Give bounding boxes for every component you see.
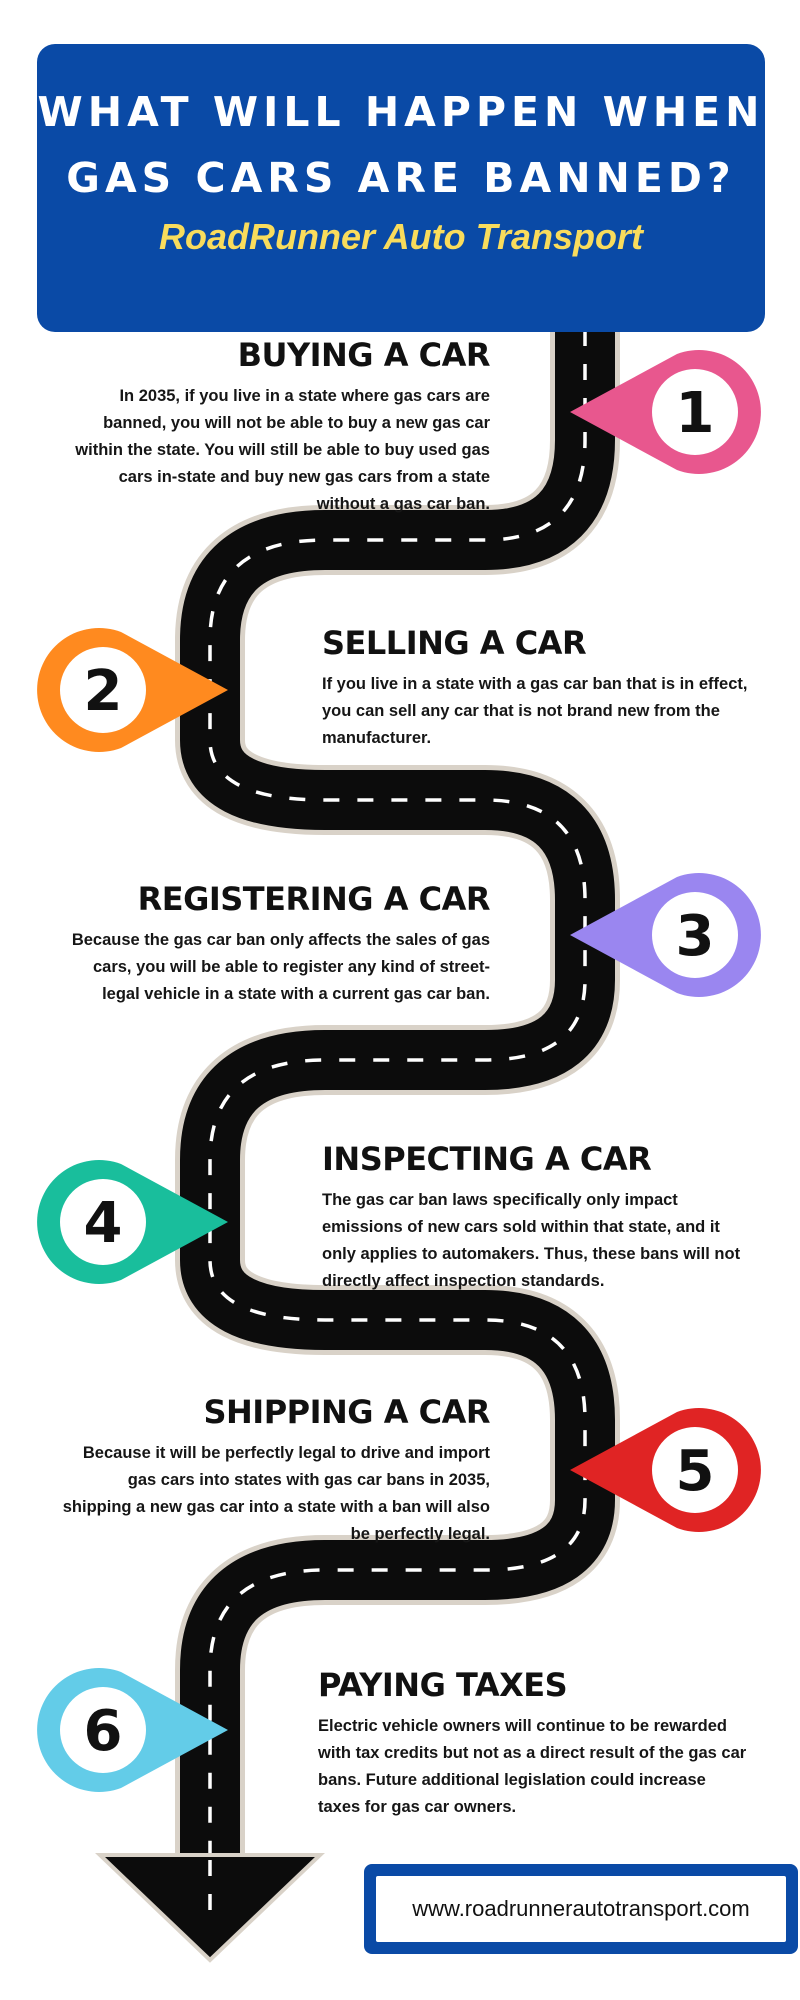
step-title: PAYING TAXES [318,1666,568,1704]
step-shipping: SHIPPING A CAR Because it will be perfec… [60,1393,491,1548]
step-number: 6 [84,1699,123,1764]
step-title: INSPECTING A CAR [322,1140,652,1178]
step-title: SHIPPING A CAR [203,1393,490,1431]
step-number: 4 [84,1191,123,1256]
map-pin-icon: 6 [37,1668,228,1792]
map-pin-icon: 3 [570,873,761,997]
step-title: BUYING A CAR [237,336,491,374]
step-number: 3 [676,904,715,969]
step-taxes: PAYING TAXES Electric vehicle owners wil… [318,1666,748,1821]
step-body: Because the gas car ban only affects the… [71,931,490,1003]
pin-inner-circle [60,647,146,733]
brand-subtitle: RoadRunner Auto Transport [159,216,643,257]
title-line-2: GAS CARS ARE BANNED? [66,154,736,202]
step-body: Electric vehicle owners will continue to… [318,1717,747,1816]
step-number: 5 [676,1439,715,1504]
step-title: REGISTERING A CAR [137,880,491,918]
step-buying: BUYING A CAR In 2035, if you live in a s… [60,336,490,518]
step-body: If you live in a state with a gas car ba… [322,675,748,747]
step-selling: SELLING A CAR If you live in a state wit… [322,624,752,752]
map-pin-icon: 4 [37,1160,228,1284]
map-pin-icon: 2 [37,628,228,752]
step-registering: REGISTERING A CAR Because the gas car ba… [60,880,491,1008]
road-surface [180,330,615,1870]
website-link[interactable]: www.roadrunnerautotransport.com [376,1876,786,1942]
road-center-dashes [208,330,587,1900]
pin-inner-circle [60,1179,146,1265]
step-inspecting: INSPECTING A CAR The gas car ban laws sp… [322,1140,752,1295]
step-number: 2 [84,659,123,724]
step-body: In 2035, if you live in a state where ga… [75,387,490,513]
footer-url-box: www.roadrunnerautotransport.com [364,1864,798,1954]
pin-inner-circle [60,1687,146,1773]
map-pin-icon: 1 [570,350,761,474]
pin-inner-circle [652,1427,738,1513]
pin-inner-circle [652,892,738,978]
step-body: The gas car ban laws specifically only i… [322,1191,741,1290]
pin-inner-circle [652,369,738,455]
step-number: 1 [676,381,715,446]
step-body: Because it will be perfectly legal to dr… [62,1444,490,1543]
step-title: SELLING A CAR [322,624,587,662]
title-line-1: WHAT WILL HAPPEN WHEN [37,88,765,136]
map-pin-icon: 5 [570,1408,761,1532]
header-banner: WHAT WILL HAPPEN WHEN GAS CARS ARE BANNE… [37,44,765,332]
